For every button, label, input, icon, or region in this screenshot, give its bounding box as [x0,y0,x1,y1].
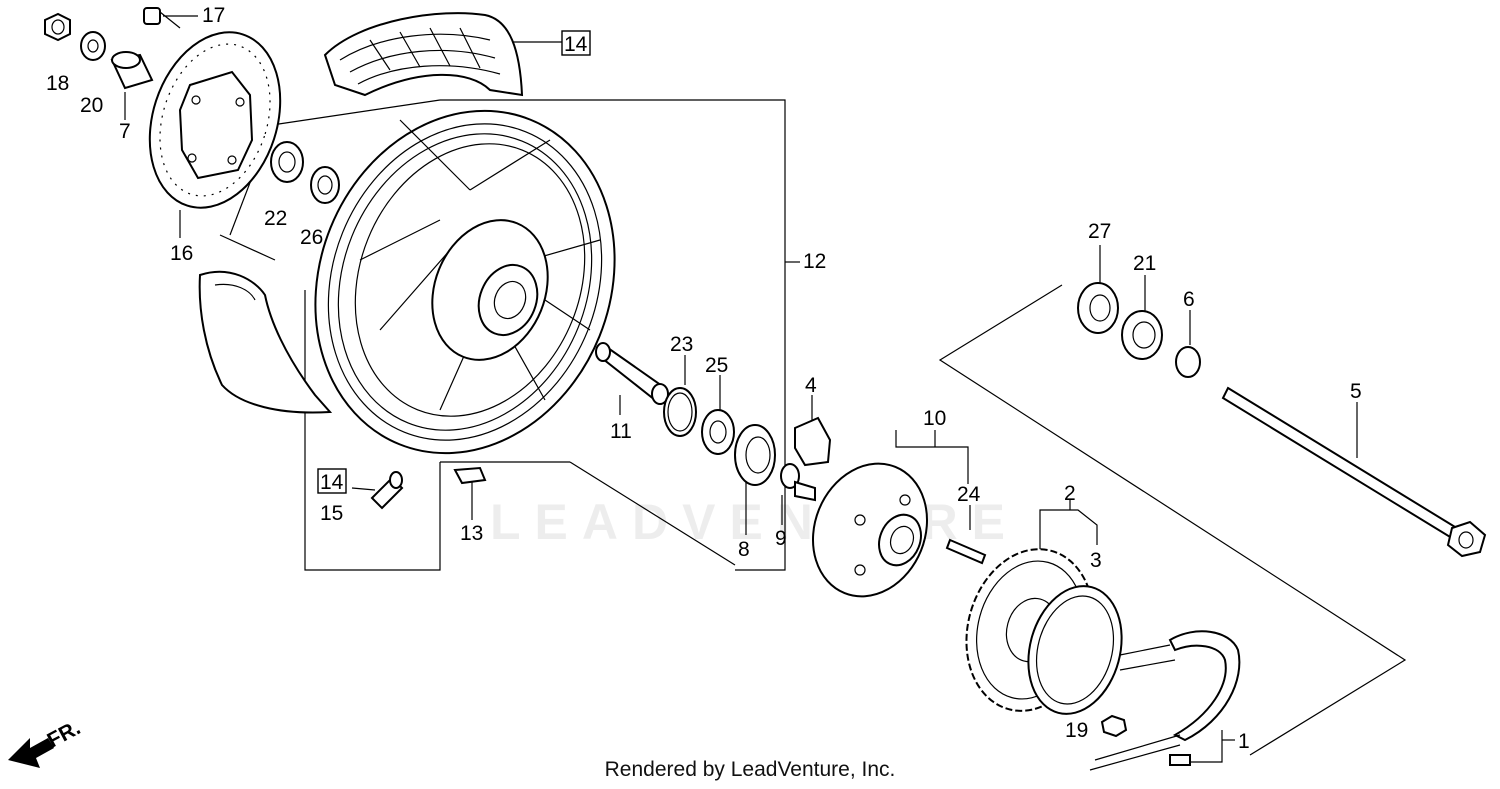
bolt-17 [143,7,181,29]
final-driven-flange-10 [811,462,929,598]
callout-14-bottom: 14 [320,471,344,494]
o-ring-23 [663,387,697,437]
seal-8 [734,424,776,486]
callout-16: 16 [170,242,193,265]
callout-12: 12 [803,250,826,273]
chain-ring-3 [1027,585,1123,715]
callout-27: 27 [1088,220,1111,243]
callout-23: 23 [670,333,693,356]
bearing-27 [1077,282,1119,334]
bearing-26 [310,166,340,204]
drive-chain-1 [1089,630,1241,771]
collar-11 [595,342,669,405]
callout-8: 8 [738,538,750,561]
callout-6: 6 [1183,288,1195,311]
callout-22: 22 [264,207,287,230]
balance-weight-13 [453,466,487,485]
callout-13: 13 [460,522,483,545]
washer-20 [80,31,106,61]
callout-17: 17 [202,4,225,27]
callout-14-top: 14 [564,33,588,56]
tire-fragment-top [323,12,524,97]
callout-9: 9 [775,527,787,550]
collar-6 [1175,346,1201,378]
stud-24 [945,538,987,565]
callout-19: 19 [1065,719,1088,742]
seal-21 [1121,310,1163,360]
tire-fragment-left [198,270,333,414]
callout-1: 1 [1238,730,1250,753]
nut-18 [44,12,71,42]
collar-7 [110,51,154,90]
callout-2: 2 [1064,482,1076,505]
callout-15: 15 [320,502,343,525]
callout-11: 11 [610,420,632,443]
callout-14-box-top [561,30,591,56]
leader-lines [124,15,1407,763]
wheel-rim [314,109,616,455]
collar-9 [780,463,816,502]
callout-5: 5 [1350,380,1362,403]
callout-3: 3 [1090,549,1102,572]
callout-10: 10 [923,407,946,430]
axle-5 [1221,386,1487,558]
damper-4 [794,416,832,467]
bearing-22 [270,141,304,183]
callout-20: 20 [80,94,103,117]
nut-19 [1100,714,1128,738]
callout-21: 21 [1133,252,1156,275]
callout-4: 4 [805,374,817,397]
callout-25: 25 [705,354,728,377]
callout-14-box-bottom [317,468,347,494]
callout-7: 7 [119,120,131,143]
brake-disc [148,31,282,209]
valve-15 [370,471,404,510]
callout-26: 26 [300,226,323,249]
front-direction-arrow [8,738,54,768]
callout-18: 18 [46,72,69,95]
footer-credit: Rendered by LeadVenture, Inc. [604,758,896,781]
bearing-25 [701,409,735,455]
callout-24: 24 [957,483,981,506]
